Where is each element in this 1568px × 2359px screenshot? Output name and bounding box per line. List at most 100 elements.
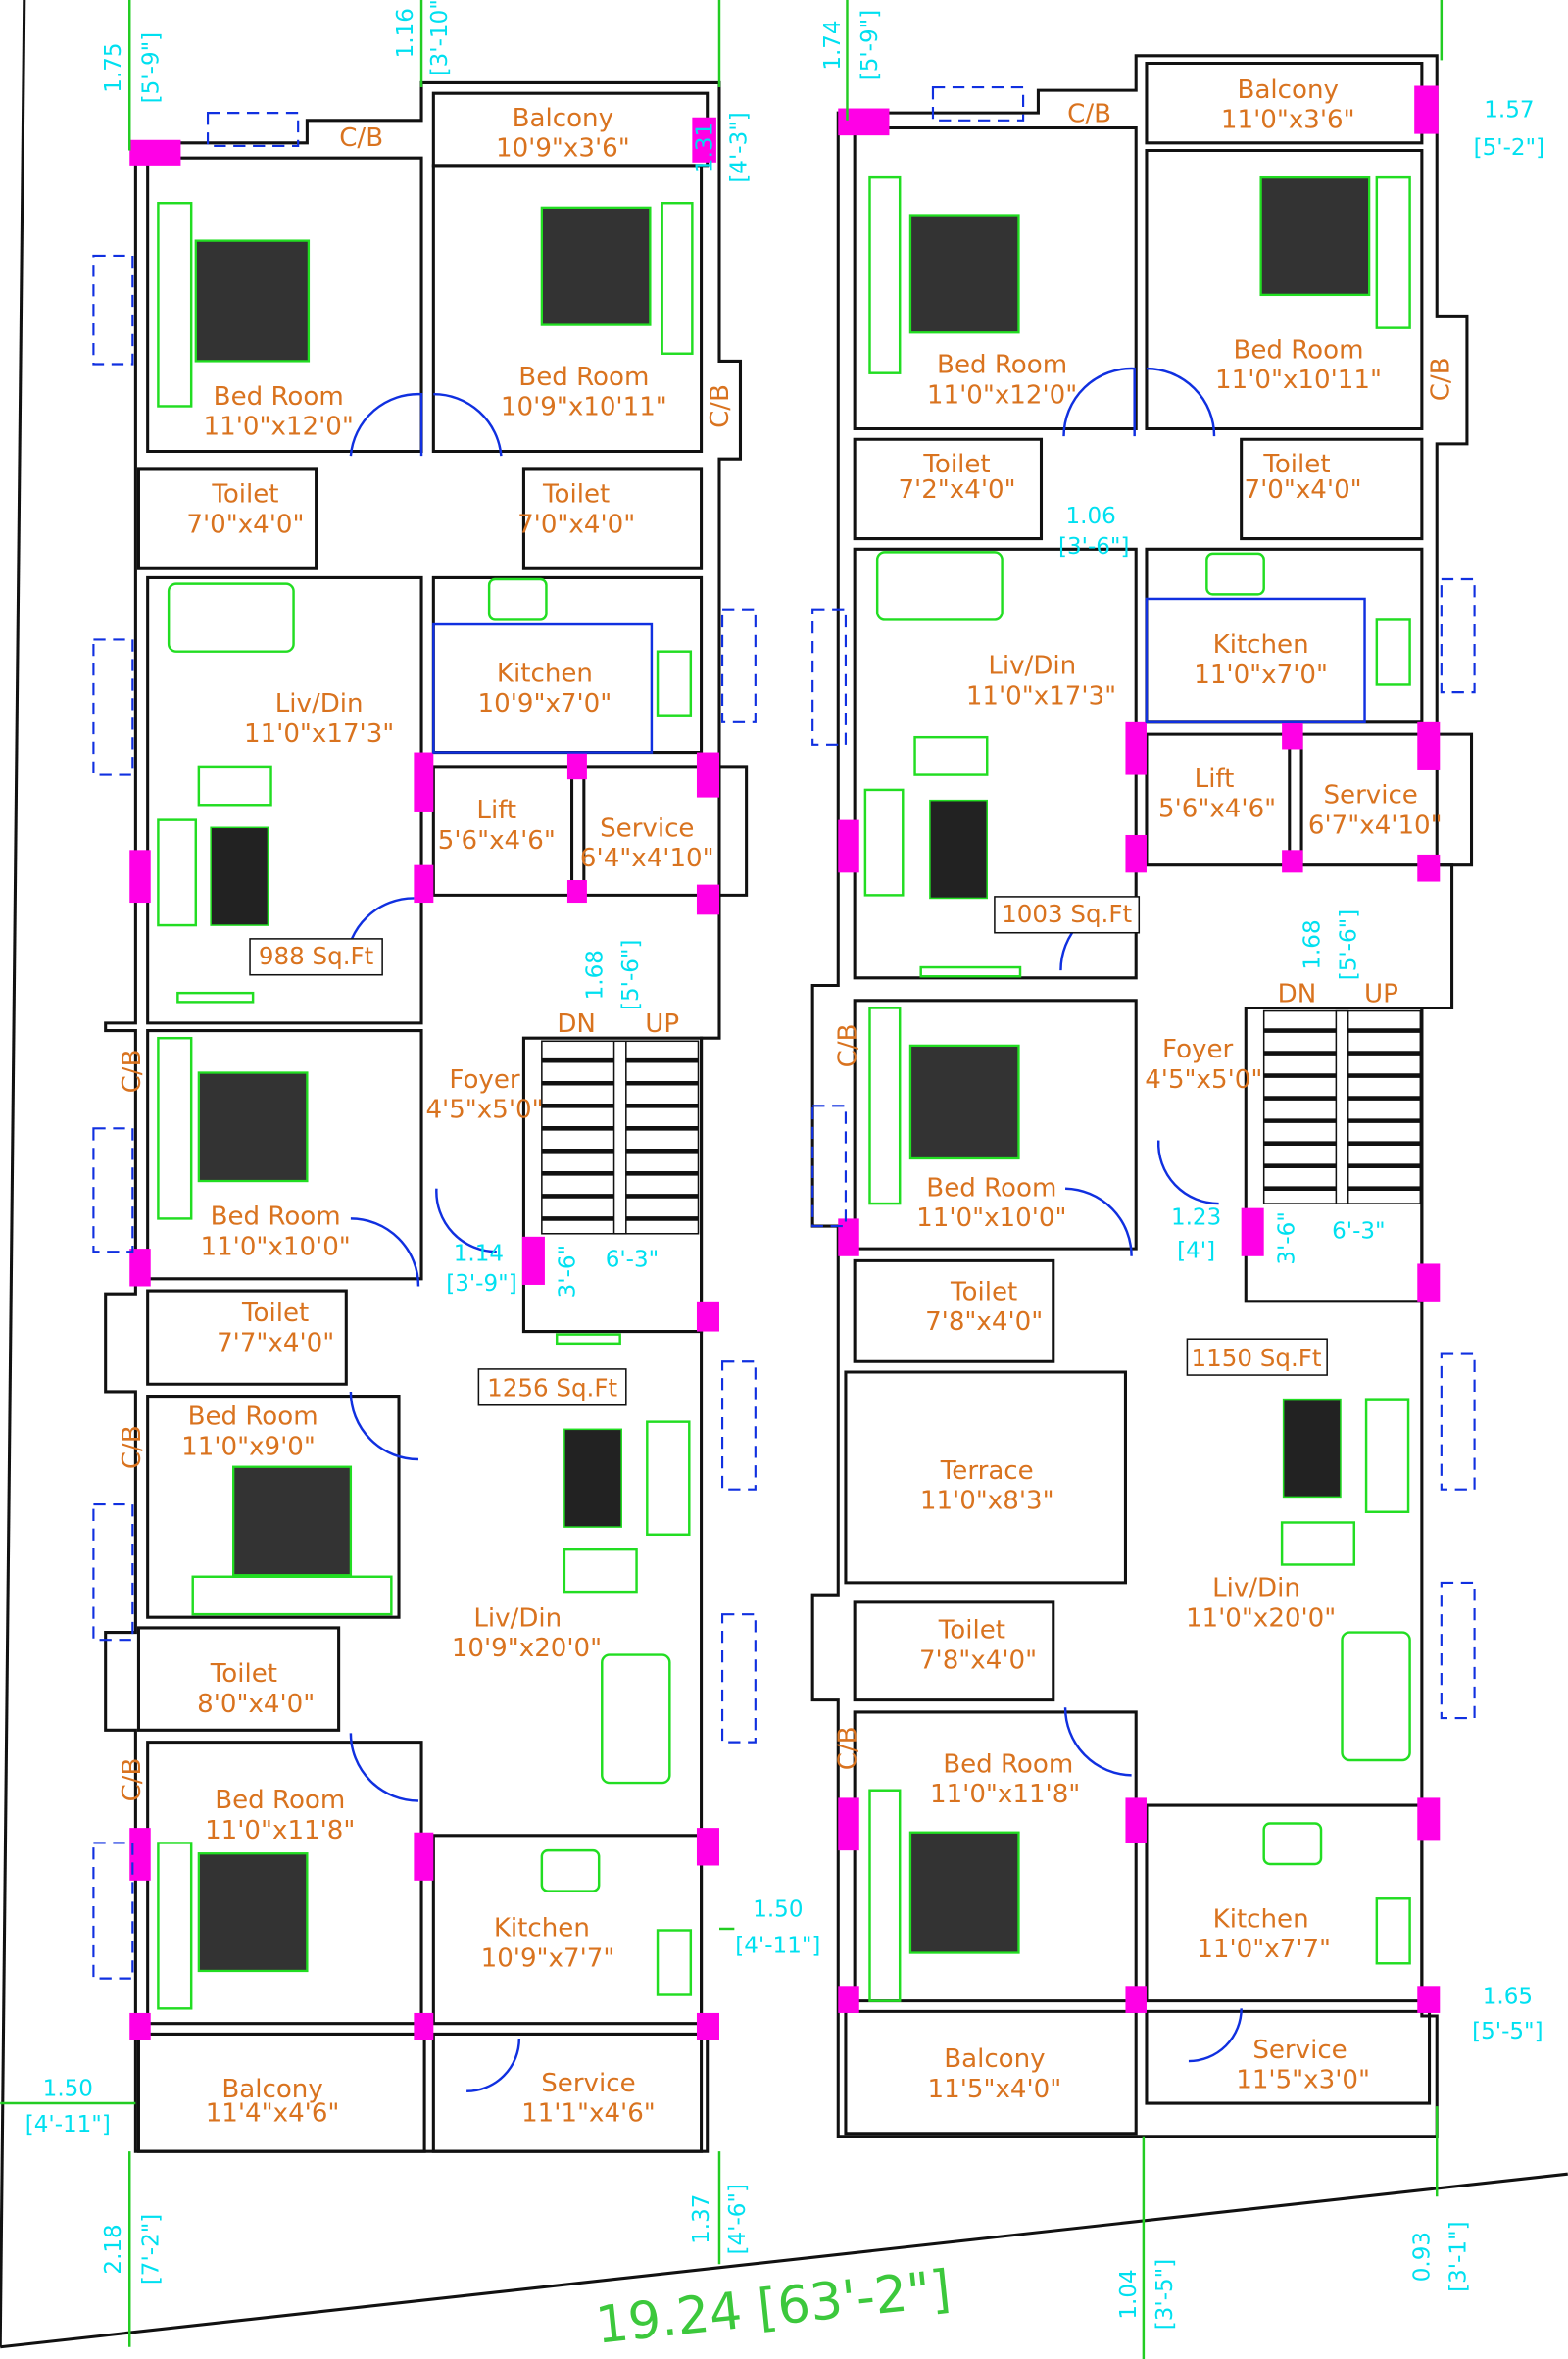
room-foyer-size: 4'5"x5'0" bbox=[425, 1096, 543, 1125]
room-balcony-size: 10'9"x3'6" bbox=[496, 134, 630, 164]
beds bbox=[157, 175, 1411, 2010]
left-unit-labels: C/B Balcony 10'9"x3'6" Bed Room 11'0"x12… bbox=[118, 104, 735, 2129]
room-kitchen-size: 11'0"x7'0" bbox=[1194, 661, 1328, 690]
room-terrace: Terrace bbox=[940, 1456, 1034, 1486]
room-living-dining-size: 10'9"x20'0" bbox=[452, 1634, 602, 1663]
room-cb: C/B bbox=[834, 1023, 863, 1067]
room-foyer-size: 4'5"x5'0" bbox=[1145, 1065, 1262, 1095]
room-cb: C/B bbox=[339, 123, 383, 153]
room-living-dining: Liv/Din bbox=[988, 652, 1076, 681]
room-foyer: Foyer bbox=[449, 1065, 520, 1095]
dim-imperial: [7'-2"] bbox=[138, 2214, 164, 2285]
room-lift: Lift bbox=[1195, 764, 1235, 794]
dim-imperial: [5'-5"] bbox=[1472, 2019, 1543, 2044]
room-kitchen: Kitchen bbox=[1213, 630, 1309, 660]
room-balcony-size: 11'4"x4'6" bbox=[206, 2098, 340, 2128]
room-living-dining-size: 11'0"x17'3" bbox=[244, 719, 394, 749]
columns bbox=[129, 85, 1441, 2040]
dim-value: 1.75 bbox=[101, 42, 126, 92]
room-toilet-size: 7'8"x4'0" bbox=[919, 1646, 1037, 1675]
dim-imperial: [5'-9"] bbox=[858, 10, 883, 80]
room-lift-size: 5'6"x4'6" bbox=[1158, 795, 1276, 824]
room-bedroom-size: 11'0"x11'8" bbox=[205, 1816, 355, 1845]
room-bedroom: Bed Room bbox=[1233, 335, 1363, 365]
room-toilet-size: 7'8"x4'0" bbox=[925, 1307, 1043, 1337]
room-bedroom: Bed Room bbox=[926, 1173, 1056, 1203]
dim-value: 2.18 bbox=[101, 2224, 126, 2274]
room-balcony: Balcony bbox=[1238, 75, 1339, 105]
room-bedroom-size: 11'0"x10'0" bbox=[916, 1204, 1066, 1233]
dim-value: 1.14 bbox=[454, 1241, 504, 1266]
room-service: Service bbox=[1252, 2036, 1347, 2065]
dim-value: 1.74 bbox=[820, 20, 846, 70]
dim-value: 1.50 bbox=[43, 2076, 93, 2101]
dim-imperial: [5'-6"] bbox=[618, 939, 644, 1009]
room-bedroom-size: 11'0"x9'0" bbox=[181, 1432, 316, 1461]
room-living-dining-size: 11'0"x17'3" bbox=[966, 681, 1116, 711]
room-cb: C/B bbox=[118, 1050, 147, 1094]
room-toilet: Toilet bbox=[950, 1277, 1017, 1306]
room-living-dining-size: 11'0"x20'0" bbox=[1186, 1603, 1336, 1633]
room-balcony: Balcony bbox=[944, 2044, 1045, 2074]
room-toilet-size: 7'7"x4'0" bbox=[217, 1328, 334, 1357]
room-kitchen: Kitchen bbox=[1213, 1904, 1309, 1934]
stair-riser-dim: 3'-6" bbox=[1274, 1211, 1299, 1265]
dim-value: 1.65 bbox=[1483, 1985, 1533, 2010]
room-service-size: 11'1"x4'6" bbox=[521, 2098, 656, 2128]
room-bedroom: Bed Room bbox=[211, 1203, 341, 1232]
dim-imperial: [4'] bbox=[1177, 1238, 1215, 1263]
dim-imperial: [4'-6"] bbox=[725, 2184, 751, 2254]
room-balcony: Balcony bbox=[221, 2075, 322, 2104]
room-balcony-size: 11'5"x4'0" bbox=[928, 2075, 1062, 2104]
dim-value: 1.37 bbox=[689, 2194, 714, 2244]
room-kitchen: Kitchen bbox=[494, 1914, 590, 1943]
room-balcony: Balcony bbox=[513, 104, 613, 133]
right-unit-labels: C/B Balcony 11'0"x3'6" Bed Room 11'0"x12… bbox=[834, 75, 1456, 2104]
room-bedroom-size: 11'0"x10'0" bbox=[200, 1232, 350, 1261]
dim-value: 0.93 bbox=[1410, 2232, 1436, 2282]
room-toilet-size: 7'0"x4'0" bbox=[186, 510, 304, 539]
dim-imperial: [3'-6"] bbox=[1058, 534, 1129, 560]
room-terrace-size: 11'0"x8'3" bbox=[920, 1487, 1054, 1516]
room-toilet-size: 7'0"x4'0" bbox=[1245, 475, 1362, 505]
room-service-size: 11'5"x3'0" bbox=[1236, 2066, 1370, 2095]
area-label: 1150 Sq.Ft bbox=[1192, 1344, 1322, 1372]
room-bedroom-size: 11'0"x12'0" bbox=[204, 413, 354, 442]
dim-imperial: [4'-11"] bbox=[25, 2112, 111, 2138]
room-toilet-size: 7'2"x4'0" bbox=[898, 475, 1015, 505]
furniture bbox=[157, 551, 1411, 1996]
room-bedroom-size: 11'0"x12'0" bbox=[927, 380, 1077, 410]
dim-imperial: [3'-1"] bbox=[1446, 2221, 1471, 2291]
room-toilet: Toilet bbox=[922, 450, 990, 479]
staircase-right bbox=[1262, 1009, 1422, 1204]
stair-width-dim: 6'-3" bbox=[606, 1248, 660, 1273]
room-balcony-size: 11'0"x3'6" bbox=[1221, 105, 1355, 134]
dim-value: 1.57 bbox=[1484, 98, 1534, 123]
room-cb: C/B bbox=[1067, 99, 1111, 128]
room-toilet: Toilet bbox=[1262, 450, 1330, 479]
room-service-size: 6'4"x4'10" bbox=[580, 844, 714, 873]
staircase-left bbox=[541, 1040, 700, 1235]
stair-up: UP bbox=[645, 1009, 679, 1039]
room-service: Service bbox=[600, 814, 694, 844]
dim-value: 1.06 bbox=[1066, 504, 1116, 529]
area-label: 1256 Sq.Ft bbox=[487, 1374, 617, 1402]
room-cb: C/B bbox=[118, 1758, 147, 1802]
room-living-dining: Liv/Din bbox=[1212, 1574, 1300, 1603]
stair-width-dim: 6'-3" bbox=[1332, 1218, 1386, 1244]
room-living-dining: Liv/Din bbox=[275, 689, 364, 718]
room-cb: C/B bbox=[834, 1726, 863, 1770]
room-bedroom-size: 11'0"x11'8" bbox=[930, 1780, 1080, 1809]
dim-value: 1.23 bbox=[1171, 1205, 1221, 1231]
room-toilet-size: 7'0"x4'0" bbox=[517, 510, 635, 539]
room-bedroom-size: 11'0"x10'11" bbox=[1215, 366, 1382, 395]
room-kitchen: Kitchen bbox=[497, 659, 593, 688]
stair-up: UP bbox=[1364, 979, 1398, 1008]
room-toilet: Toilet bbox=[542, 480, 610, 510]
room-lift-size: 5'6"x4'6" bbox=[438, 826, 556, 856]
dim-imperial: [4'-3"] bbox=[727, 112, 753, 182]
dim-imperial: [3'-10"] bbox=[427, 0, 453, 75]
doors bbox=[345, 367, 1243, 2092]
